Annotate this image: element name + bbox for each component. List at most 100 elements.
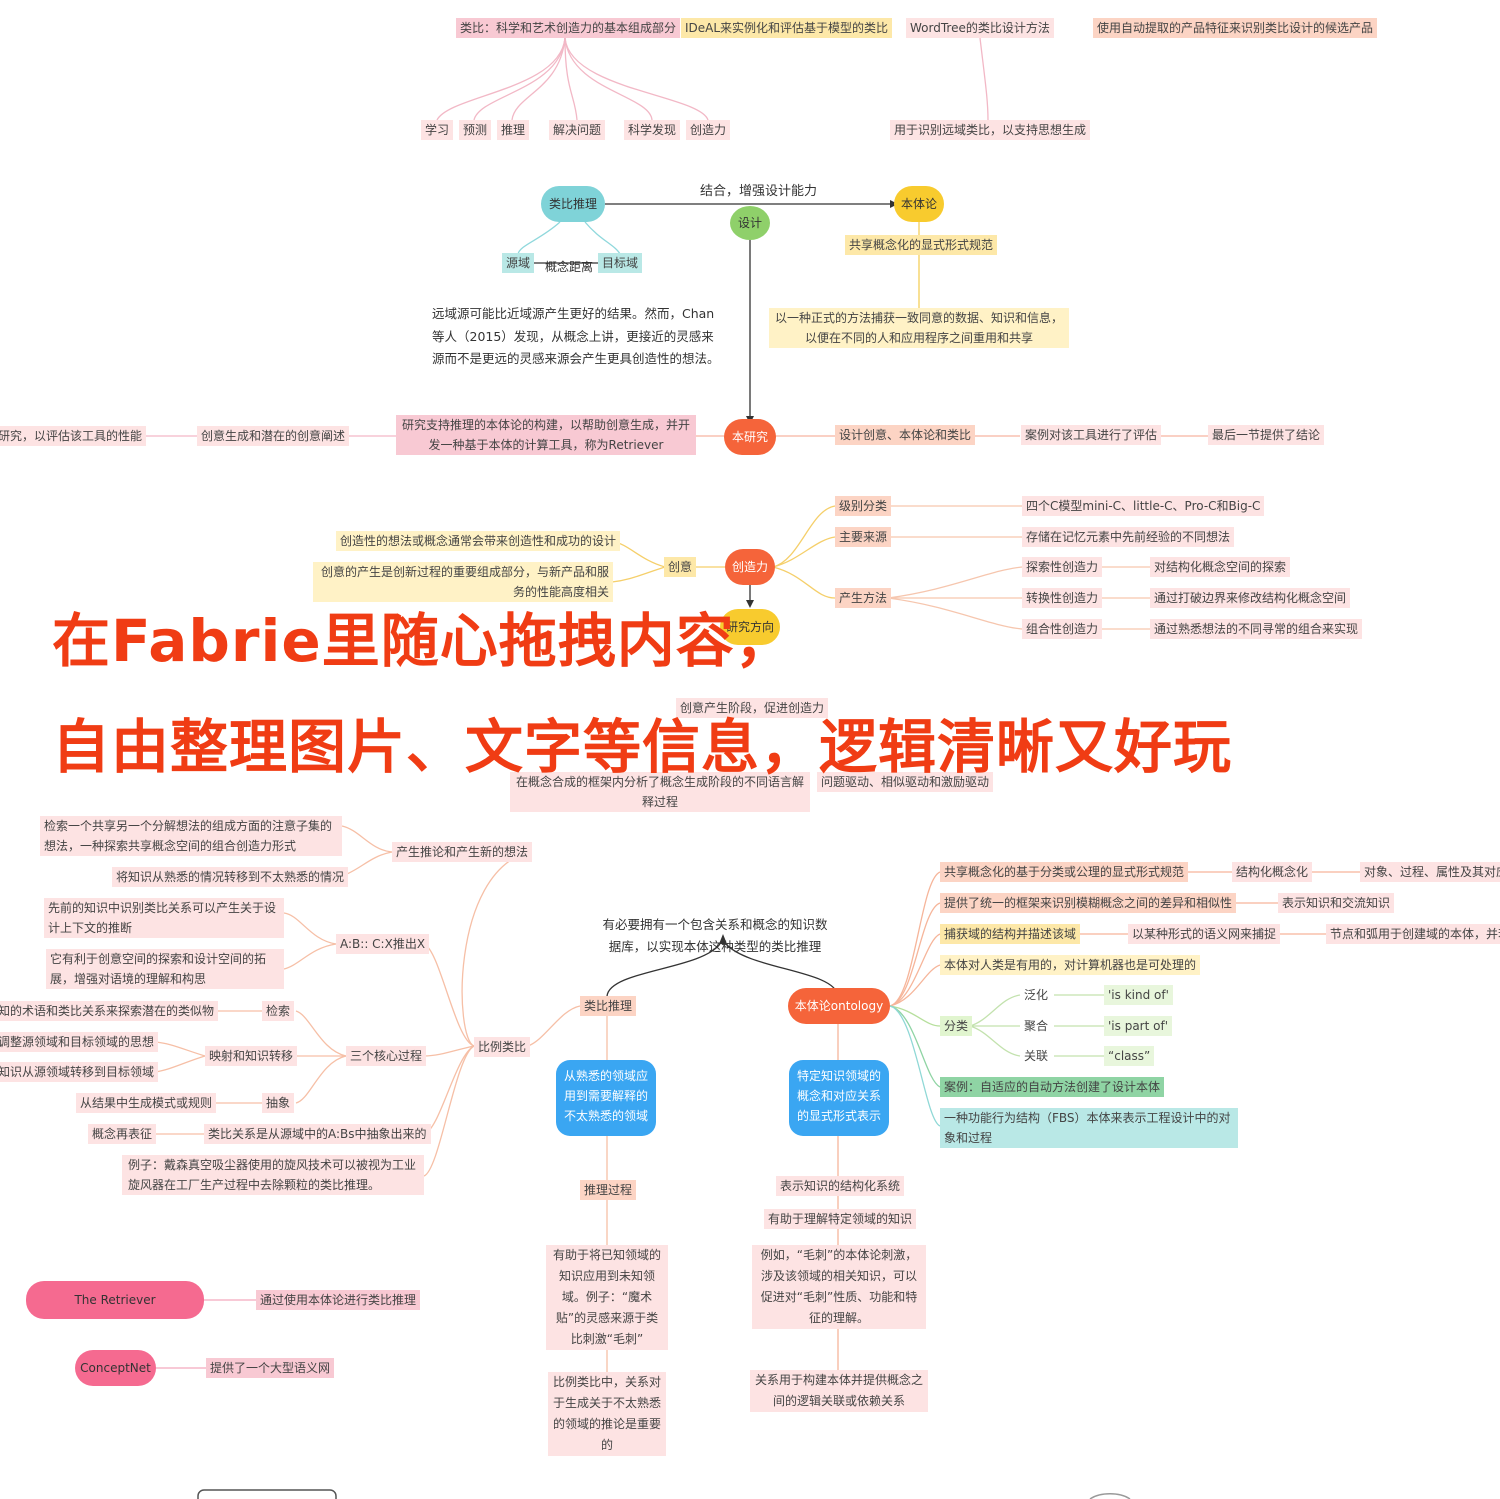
node-design-ideas[interactable]: 设计创意、本体论和类比 — [835, 425, 976, 445]
node-retrieve[interactable]: 检索 — [262, 1001, 295, 1021]
node-objects-processes[interactable]: 对象、过程、属性及其对应 — [1360, 862, 1500, 882]
node-problem-solving[interactable]: 解决问题 — [549, 120, 606, 140]
node-new-ideas-a[interactable]: 检索一个共享另一个分解想法的组成方面的注意子集的想法，一种探索共享概念空间的组合… — [40, 816, 342, 856]
node-drivers[interactable]: 问题驱动、相似驱动和激励驱动 — [817, 772, 994, 792]
node-generalization-value[interactable]: 'is kind of' — [1104, 985, 1173, 1005]
node-aggregation-value[interactable]: 'is part of' — [1104, 1016, 1172, 1036]
node-three-core[interactable]: 三个核心过程 — [346, 1046, 427, 1066]
node-capture-desc[interactable]: 以一种正式的方法捕获一致同意的数据、知识和信息，以便在不同的人和应用程序之间重用… — [769, 308, 1069, 348]
node-abc-a[interactable]: 先前的知识中识别类比关系可以产生关于设计上下文的推断 — [44, 898, 284, 938]
node-abc-b[interactable]: 它有利于创意空间的探索和设计空间的拓展，增强对语境的理解和构思 — [46, 949, 284, 989]
node-idea-generation[interactable]: 创意生成和潜在的创意阐述 — [197, 426, 350, 446]
node-this-study[interactable]: 本研究 — [724, 419, 776, 455]
node-nodes-arcs[interactable]: 节点和弧用于创建域的本体，并若 — [1326, 924, 1500, 944]
node-main-source[interactable]: 主要来源 — [835, 527, 892, 547]
node-target-domain[interactable]: 目标域 — [598, 253, 643, 273]
node-analogical-reasoning-bottom[interactable]: 类比推理 — [580, 996, 637, 1016]
node-level[interactable]: 级别分类 — [835, 496, 892, 516]
node-fbs[interactable]: 一种功能行为结构（FBS）本体来表示工程设计中的对象和过程 — [940, 1108, 1238, 1148]
node-re-representation[interactable]: 概念再表征 — [88, 1124, 157, 1144]
node-study-desc[interactable]: 研究支持推理的本体论的构建，以帮助创意生成，并开发一种基于本体的计算工具，称为R… — [396, 415, 696, 455]
node-conceptnet-desc[interactable]: 提供了一个大型语义网 — [206, 1358, 335, 1378]
node-retrieve-value[interactable]: 知的术语和类比关系来探索潜在的类似物 — [0, 1001, 219, 1021]
node-mapping[interactable]: 映射和知识转移 — [205, 1046, 298, 1066]
node-abstract-relation[interactable]: 类比关系是从源域中的A:Bs中抽象出来的 — [204, 1124, 431, 1144]
node-ideal[interactable]: IDeAL来实例化和评估基于模型的类比 — [681, 18, 893, 38]
node-transformational[interactable]: 转换性创造力 — [1022, 588, 1103, 608]
node-structured-concept[interactable]: 结构化概念化 — [1232, 862, 1313, 882]
node-learn[interactable]: 学习 — [421, 120, 454, 140]
node-relations-logic[interactable]: 关系用于构建本体并提供概念之间的逻辑关联或依赖关系 — [750, 1370, 928, 1412]
banner-line-1: 在Fabrie里随心拖拽内容， — [52, 607, 794, 675]
node-explicit-representation[interactable]: 特定知识领域的概念和对应关系的显式形式表示 — [789, 1060, 889, 1136]
node-shared-spec[interactable]: 共享概念化的显式形式规范 — [845, 235, 998, 255]
node-auto-extract[interactable]: 使用自动提取的产品特征来识别类比设计的候选产品 — [1093, 18, 1378, 38]
node-case-adaptive[interactable]: 案例：自适应的自动方法创建了设计本体 — [940, 1077, 1165, 1097]
node-creativity[interactable]: 创造力 — [725, 549, 775, 585]
node-familiar-to-unfamiliar[interactable]: 从熟悉的领域应用到需要解释的不太熟悉的领域 — [556, 1060, 656, 1136]
node-level-value[interactable]: 四个C模型mini-C、little-C、Pro-C和Big-C — [1022, 496, 1265, 516]
node-combinational[interactable]: 组合性创造力 — [1022, 619, 1103, 639]
node-scientific-discovery[interactable]: 科学发现 — [624, 120, 681, 140]
node-burr-example[interactable]: 例如，“毛刺”的本体论刺激，涉及该领域的相关知识，可以促进对“毛刺”性质、功能和… — [752, 1245, 926, 1329]
node-new-ideas[interactable]: 产生推论和产生新的想法 — [392, 842, 533, 862]
node-represent-knowledge[interactable]: 表示知识和交流知识 — [1278, 893, 1395, 913]
node-exploratory[interactable]: 探索性创造力 — [1022, 557, 1103, 577]
note-knowledge-db: 有必要拥有一个包含关系和概念的知识数据库，以实现本体这种类型的类比推理 — [602, 917, 828, 954]
node-the-retriever[interactable]: The Retriever — [26, 1281, 204, 1319]
node-mapping-b[interactable]: 知识从源领域转移到目标领域 — [0, 1062, 159, 1082]
node-semantic-net[interactable]: 以某种形式的语义网来捕捉 — [1128, 924, 1281, 944]
note-remote-sources: 远域源可能比近域源产生更好的结果。然而，Chan等人（2015）发现，从概念上讲… — [432, 306, 720, 366]
node-idea-stage[interactable]: 创意产生阶段，促进创造力 — [676, 698, 829, 718]
node-human-machine[interactable]: 本体对人类是有用的，对计算机器也是可处理的 — [940, 955, 1201, 975]
node-shared-conceptualization[interactable]: 共享概念化的基于分类或公理的显式形式规范 — [940, 862, 1189, 882]
node-helps-understand[interactable]: 有助于理解特定领域的知识 — [764, 1209, 917, 1229]
node-case-eval[interactable]: 案例对该工具进行了评估 — [1021, 425, 1162, 445]
node-mapping-a[interactable]: 调整源领域和目标领域的思想 — [0, 1032, 159, 1052]
node-exploratory-value[interactable]: 对结构化概念空间的探索 — [1150, 557, 1291, 577]
node-aggregation[interactable]: 聚合 — [1024, 1019, 1049, 1033]
node-research-direction[interactable]: 研究方向 — [720, 609, 780, 645]
node-classification[interactable]: 分类 — [940, 1016, 973, 1036]
label-concept-distance: 概念距离 — [545, 260, 594, 274]
node-inference-process[interactable]: 推理过程 — [580, 1180, 637, 1200]
node-remote-analogy[interactable]: 用于识别远域类比，以支持思想生成 — [890, 120, 1091, 140]
node-wordtree[interactable]: WordTree的类比设计方法 — [906, 18, 1054, 38]
node-abstraction-value[interactable]: 从结果中生成模式或规则 — [76, 1093, 217, 1113]
node-inference-b[interactable]: 比例类比中，关系对于生成关于不太熟悉的领域的推论是重要的 — [548, 1372, 666, 1456]
node-analogy-basic[interactable]: 类比：科学和艺术创造力的基本组成部分 — [456, 18, 681, 38]
node-reason[interactable]: 推理 — [497, 120, 530, 140]
banner-line-2: 自由整理图片、文字等信息，逻辑清晰又好玩 — [52, 713, 1233, 781]
node-conclusion[interactable]: 最后一节提供了结论 — [1208, 425, 1325, 445]
node-association-value[interactable]: “class” — [1104, 1046, 1155, 1066]
node-abstraction[interactable]: 抽象 — [262, 1093, 295, 1113]
node-conceptnet[interactable]: ConceptNet — [75, 1350, 156, 1386]
node-eval-performance[interactable]: 研究，以评估该工具的性能 — [0, 426, 147, 446]
node-idea-a[interactable]: 创造性的想法或概念通常会带来创造性和成功的设计 — [336, 531, 621, 551]
node-main-source-value[interactable]: 存储在记忆元素中先前经验的不同想法 — [1022, 527, 1235, 547]
node-transformational-value[interactable]: 通过打破边界来修改结构化概念空间 — [1150, 588, 1351, 608]
node-proportional-analogy[interactable]: 比例类比 — [474, 1037, 531, 1057]
node-ontology-top[interactable]: 本体论 — [894, 186, 944, 222]
node-capture-domain[interactable]: 捕获域的结构并描述该域 — [940, 924, 1081, 944]
node-analogical-reasoning[interactable]: 类比推理 — [541, 186, 605, 222]
node-knowledge-system[interactable]: 表示知识的结构化系统 — [776, 1176, 905, 1196]
node-generalization[interactable]: 泛化 — [1024, 988, 1049, 1002]
node-source-domain[interactable]: 源域 — [502, 253, 535, 273]
node-new-ideas-b[interactable]: 将知识从熟悉的情况转移到不太熟悉的情况 — [112, 867, 349, 887]
node-combinational-value[interactable]: 通过熟悉想法的不同寻常的组合来实现 — [1150, 619, 1363, 639]
node-ontology-bottom[interactable]: 本体论ontology — [788, 988, 890, 1024]
node-retriever-desc[interactable]: 通过使用本体论进行类比推理 — [256, 1290, 421, 1310]
node-association[interactable]: 关联 — [1024, 1049, 1049, 1063]
node-creativity-top[interactable]: 创造力 — [686, 120, 731, 140]
node-predict[interactable]: 预测 — [459, 120, 492, 140]
node-abc[interactable]: A:B:: C:X推出X — [336, 934, 430, 954]
node-idea-b[interactable]: 创意的产生是创新过程的重要组成部分，与新产品和服务的性能高度相关 — [313, 562, 613, 602]
node-concept-blending[interactable]: 在概念合成的框架内分析了概念生成阶段的不同语言解释过程 — [510, 772, 810, 812]
node-idea[interactable]: 创意 — [664, 557, 697, 577]
node-unified-framework[interactable]: 提供了统一的框架来识别模糊概念之间的差异和相似性 — [940, 893, 1237, 913]
node-design[interactable]: 设计 — [730, 206, 770, 240]
node-dyson-example[interactable]: 例子：戴森真空吸尘器使用的旋风技术可以被视为工业旋风器在工厂生产过程中去除颗粒的… — [122, 1155, 424, 1195]
node-inference-a[interactable]: 有助于将已知领域的知识应用到未知领域。例子：“魔术贴”的灵感来源于类比刺激“毛刺… — [546, 1245, 668, 1350]
node-method[interactable]: 产生方法 — [835, 588, 892, 608]
